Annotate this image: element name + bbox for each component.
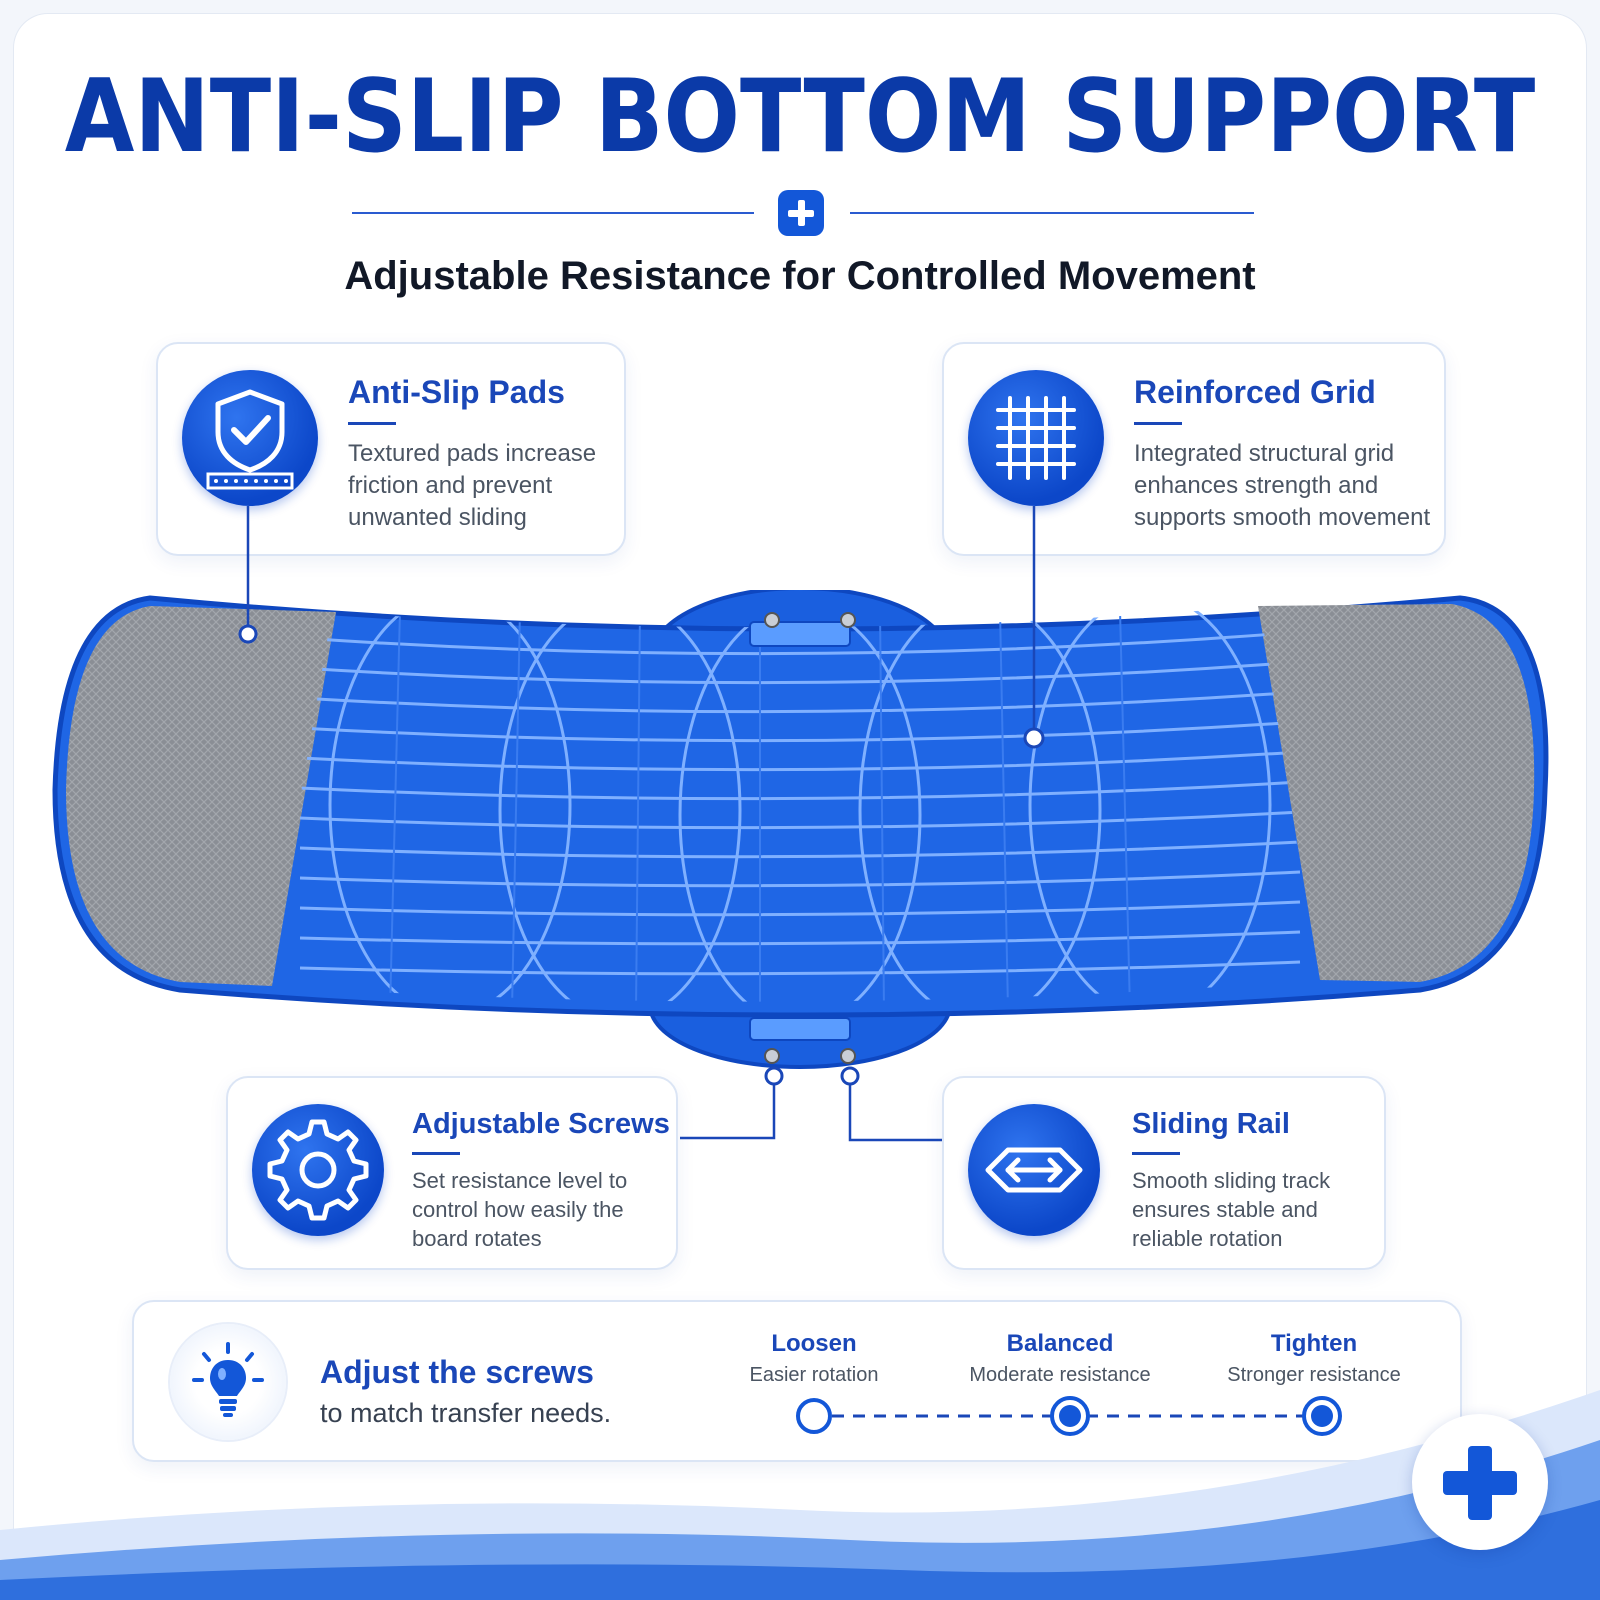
level-name: Tighten bbox=[1270, 1330, 1358, 1357]
title-underline bbox=[1132, 1152, 1180, 1155]
tip-subtitle: to match transfer needs. bbox=[320, 1398, 612, 1428]
lightbulb-icon bbox=[170, 1324, 286, 1440]
feature-title: Sliding Rail bbox=[1132, 1108, 1290, 1140]
resistance-scale bbox=[796, 1396, 1342, 1436]
plus-icon bbox=[1412, 1414, 1548, 1550]
tip-title: Adjust the screws bbox=[320, 1354, 594, 1390]
feature-title: Anti-Slip Pads bbox=[348, 374, 565, 410]
grid-icon bbox=[968, 370, 1104, 506]
resistance-tip-card: Adjust the screws to match transfer need… bbox=[132, 1300, 1462, 1462]
gear-icon bbox=[252, 1104, 384, 1236]
feature-description: Smooth sliding track ensures stable and … bbox=[1132, 1168, 1331, 1251]
page-title: ANTI-SLIP BOTTOM SUPPORT bbox=[64, 58, 1536, 176]
feature-title: Adjustable Screws bbox=[412, 1108, 670, 1140]
feature-card-rail: Sliding Rail Smooth sliding track ensure… bbox=[942, 1076, 1386, 1270]
level-name: Loosen bbox=[771, 1330, 857, 1357]
level-tighten: Tighten Stronger resistance bbox=[1194, 1330, 1434, 1387]
double-arrow-icon bbox=[968, 1104, 1100, 1236]
level-name: Balanced bbox=[1006, 1330, 1114, 1357]
feature-description: Set resistance level to control how easi… bbox=[412, 1168, 628, 1251]
balance-board-illustration bbox=[0, 586, 1600, 1100]
title-underline bbox=[1134, 422, 1182, 425]
shield-check-icon bbox=[182, 370, 318, 506]
page-subtitle: Adjustable Resistance for Controlled Mov… bbox=[344, 254, 1256, 298]
title-divider-left bbox=[352, 212, 754, 214]
decorative-wave bbox=[0, 1390, 1600, 1600]
title-underline bbox=[348, 422, 396, 425]
level-description: Stronger resistance bbox=[1227, 1364, 1401, 1386]
title-underline bbox=[412, 1152, 460, 1155]
feature-card-grid: Reinforced Grid Integrated structural gr… bbox=[942, 342, 1446, 556]
feature-title: Reinforced Grid bbox=[1134, 374, 1376, 410]
level-balanced: Balanced Moderate resistance bbox=[940, 1330, 1180, 1387]
feature-card-anti-slip: Anti-Slip Pads Textured pads increase fr… bbox=[156, 342, 626, 556]
level-description: Easier rotation bbox=[749, 1364, 879, 1386]
feature-description: Integrated structural grid enhances stre… bbox=[1134, 440, 1431, 531]
feature-card-screws: Adjustable Screws Set resistance level t… bbox=[226, 1076, 678, 1270]
level-loosen: Loosen Easier rotation bbox=[694, 1330, 934, 1387]
plus-icon bbox=[778, 190, 824, 236]
level-description: Moderate resistance bbox=[969, 1364, 1151, 1386]
title-divider-right bbox=[850, 212, 1254, 214]
feature-description: Textured pads increase friction and prev… bbox=[348, 440, 597, 531]
